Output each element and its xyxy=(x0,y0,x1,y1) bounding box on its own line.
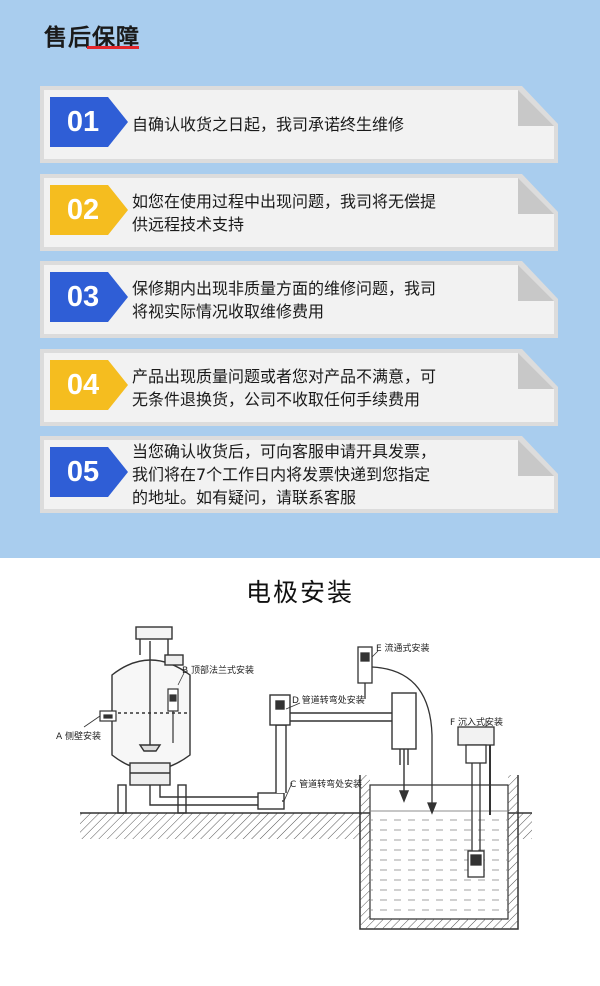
card-number: 02 xyxy=(66,194,100,226)
label-immersion: F 沉入式安装 xyxy=(450,716,503,728)
electrode-immersion xyxy=(457,726,495,878)
card-text: 产品出现质量问题或者您对产品不满意，可无条件退换货，公司不收取任何手续费用 xyxy=(132,349,532,426)
guarantee-card: 05 当您确认收货后，可向客服申请开具发票， 我们将在7个工作日内将发票快递到您指定… xyxy=(40,436,558,513)
pipe-line xyxy=(149,692,417,810)
label-pipe-bend-d: D 管道转弯处安装 xyxy=(292,694,365,706)
number-badge xyxy=(50,360,128,410)
guarantee-card: 03 保修期内出现非质量方面的维修问题，我司将视实际情况收取维修费用 xyxy=(40,261,558,338)
guarantee-card: 02 如您在使用过程中出现问题，我司将无偿提供远程技术支持 xyxy=(40,174,558,251)
number-badge xyxy=(50,97,128,147)
card-text: 如您在使用过程中出现问题，我司将无偿提供远程技术支持 xyxy=(132,174,532,251)
installation-title: 电极安装 xyxy=(245,578,354,607)
card-number: 05 xyxy=(66,456,100,488)
number-badge xyxy=(50,447,128,497)
card-number: 01 xyxy=(66,106,100,138)
label-flow-through: E 流通式安装 xyxy=(376,642,430,654)
card-text-line: 的地址。如有疑问，请联系客服 xyxy=(132,488,357,507)
electrode-top-flange xyxy=(167,688,179,743)
card-text-line: 将视实际情况收取维修费用 xyxy=(132,301,325,321)
card-text-line: 产品出现质量问题或者您对产品不满意，可 xyxy=(132,366,437,386)
card-text-line: 如您在使用过程中出现问题，我司将无偿提 xyxy=(132,191,437,211)
reactor-vessel xyxy=(111,626,191,814)
card-text-line: 无条件退换货，公司不收取任何手续费用 xyxy=(132,389,421,409)
card-text: 自确认收货之日起，我司承诺终生维修 xyxy=(132,86,532,163)
electrode-installation-diagram: A 侧壁安装 B 顶部法兰式安装 C 管道转弯处安装 D 管道转弯处安装 E 流… xyxy=(56,626,532,930)
card-number: 04 xyxy=(66,369,100,401)
card-text-line: 我们将在7个工作日内将发票快递到您指定 xyxy=(132,465,431,484)
ground-left xyxy=(80,813,370,839)
card-text: 当您确认收货后，可向客服申请开具发票， 我们将在7个工作日内将发票快递到您指定的地… xyxy=(132,436,532,513)
label-top-flange: B 顶部法兰式安装 xyxy=(182,664,254,676)
water-body xyxy=(371,811,507,918)
card-text-line: 自确认收货之日起，我司承诺终生维修 xyxy=(132,115,405,134)
heading-underline xyxy=(87,46,139,49)
electrode-side-wall xyxy=(99,710,117,722)
number-badge xyxy=(50,272,128,322)
electrode-flow-through xyxy=(357,646,437,815)
card-text: 保修期内出现非质量方面的维修问题，我司将视实际情况收取维修费用 xyxy=(132,261,532,338)
number-badge xyxy=(50,185,128,235)
label-side-wall: A 侧壁安装 xyxy=(56,730,101,742)
card-text-line: 当您确认收货后，可向客服申请开具发票， xyxy=(132,442,437,461)
card-text-line: 保修期内出现非质量方面的维修问题，我司 xyxy=(132,278,437,298)
card-text-line: 供远程技术支持 xyxy=(132,214,245,234)
guarantee-card: 04 产品出现质量问题或者您对产品不满意，可无条件退换货，公司不收取任何手续费用 xyxy=(40,349,558,426)
guarantee-card: 01 自确认收货之日起，我司承诺终生维修 xyxy=(40,86,558,163)
label-pipe-bend-c: C 管道转弯处安装 xyxy=(290,778,362,790)
card-number: 03 xyxy=(66,281,100,313)
